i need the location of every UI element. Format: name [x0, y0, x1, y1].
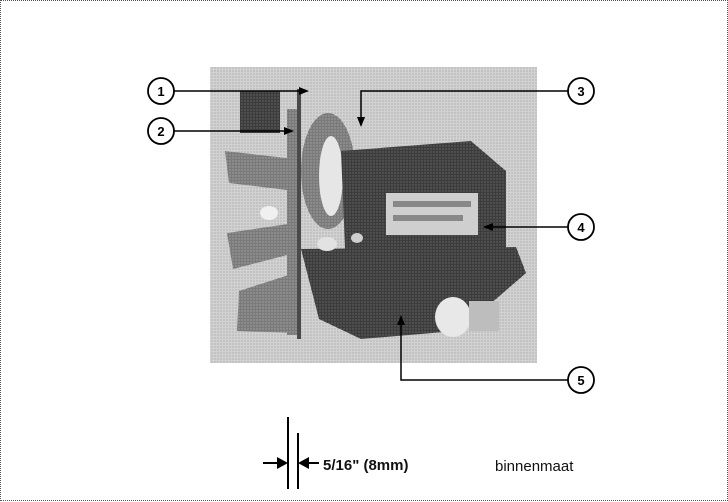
motor-photo	[210, 67, 537, 363]
callout-1: 1	[147, 77, 175, 105]
dimension-word: binnenmaat	[495, 458, 574, 475]
callout-5-label: 5	[577, 373, 584, 388]
callout-2: 2	[147, 117, 175, 145]
callout-3: 3	[567, 77, 595, 105]
callout-4: 4	[567, 213, 595, 241]
callout-1-label: 1	[157, 84, 164, 99]
callout-5: 5	[567, 366, 595, 394]
callout-2-label: 2	[157, 124, 164, 139]
dimension-value: 5/16" (8mm)	[323, 457, 409, 474]
dimension-marker	[263, 417, 319, 489]
callout-4-label: 4	[577, 220, 585, 235]
callout-3-label: 3	[577, 84, 584, 99]
leader-lines	[174, 87, 568, 381]
